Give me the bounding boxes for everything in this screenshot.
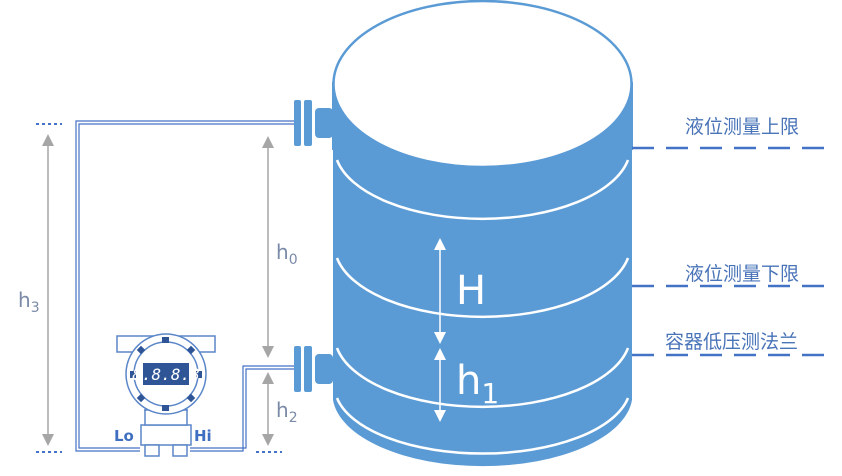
upper-flange [294, 100, 333, 146]
display-screen [143, 363, 189, 385]
level-lines [632, 146, 825, 357]
h1-base: h [456, 358, 482, 404]
h2-label: h2 [276, 398, 298, 426]
tank [332, 0, 633, 467]
transmitter-bolts [130, 337, 202, 411]
h3-label: h3 [18, 288, 40, 316]
H-label: H [456, 268, 487, 314]
h0-label: h0 [276, 240, 298, 268]
h1-sub: 1 [481, 377, 500, 410]
dotted-extensions [36, 123, 282, 453]
display-digits: 8.8.8.8 [132, 365, 199, 384]
lower-limit-label: 液位测量下限 [685, 263, 800, 285]
h3-base: h [18, 288, 31, 312]
upper-limit-label: 液位测量上限 [685, 116, 800, 138]
impulse-lines [75, 120, 294, 452]
hi-label: Hi [194, 427, 212, 445]
lower-flange [294, 346, 333, 392]
lo-label: Lo [114, 427, 134, 445]
h0-base: h [276, 240, 289, 264]
h1-label: h1 [456, 358, 499, 410]
h3-sub: 3 [30, 300, 40, 316]
h2-base: h [276, 398, 289, 422]
h0-sub: 0 [288, 252, 298, 268]
low-flange-label: 容器低压测法兰 [665, 331, 799, 353]
h2-sub: 2 [288, 410, 298, 426]
